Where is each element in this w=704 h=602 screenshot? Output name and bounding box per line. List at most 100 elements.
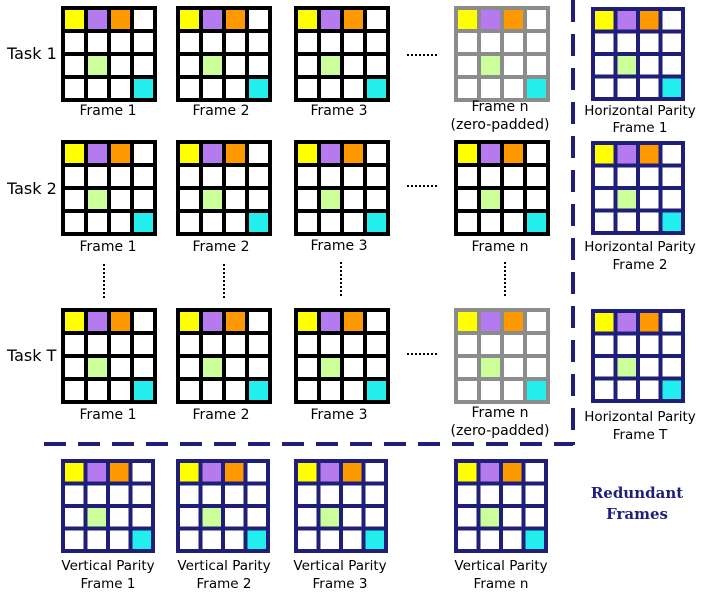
row3-frame4-grid-cell-purple <box>479 310 502 333</box>
row1-hparity-grid-cell-cyan <box>660 76 683 99</box>
vparity-1-grid-cell-green <box>85 506 108 529</box>
row3-frame3-grid-cell-cyan <box>365 379 388 402</box>
vparity-4-grid-border <box>454 459 548 553</box>
vparity-2-frame: Frame 2 <box>196 576 252 592</box>
row1-hparity-grid-cell-purple <box>615 9 638 32</box>
row1-frame3-grid-cell-cyan <box>365 77 388 100</box>
row3-frame4-grid-cell-cyan <box>525 379 548 402</box>
vparity-1-grid-cell-purple <box>85 461 108 484</box>
row2-hparity-grid-cell-yellow <box>593 143 616 166</box>
row2-frame3-label: Frame 3 <box>310 238 368 254</box>
row1-frame4-grid-cell-orange <box>502 8 525 31</box>
rowt-frame2-label: Frame 2 <box>192 407 250 423</box>
row2-frame2-grid-cell-yellow <box>178 142 201 165</box>
row3-frame2-grid-cell-purple <box>201 310 224 333</box>
task-t-label: Task T <box>7 346 57 365</box>
row3-frame3-grid-cell-green <box>319 356 342 379</box>
row2-frame1-label: Frame 1 <box>79 239 137 255</box>
vparity-2-grid-cell-purple <box>200 461 223 484</box>
rowt-framen-label: Frame n <box>471 405 529 421</box>
row3-hparity-grid-cell-green <box>615 356 638 379</box>
rowt-hparity-frame: Frame T <box>612 427 668 443</box>
vparity-1-grid-cell-yellow <box>63 461 86 484</box>
row2-frame1-grid-border <box>61 140 157 236</box>
row1-zero-padded-note: (zero-padded) <box>450 117 550 133</box>
row3-hparity-grid-cell-purple <box>615 311 638 334</box>
redundant-line-2: Frames <box>606 505 668 523</box>
row1-hparity-grid-cell-yellow <box>593 9 616 32</box>
rowt-zero-padded-note: (zero-padded) <box>450 423 550 439</box>
row1-frame1-grid-cell-green <box>86 54 109 77</box>
row2-hparity-frame: Frame 2 <box>612 257 668 273</box>
rowt-frame1-label: Frame 1 <box>79 407 137 423</box>
row1-frame2-grid-cell-green <box>201 54 224 77</box>
vparity-4-grid-cell-orange <box>501 461 524 484</box>
row2-frame1-grid-cell-orange <box>109 142 132 165</box>
row3-frame2-grid-cell-orange <box>224 310 247 333</box>
row1-frame3-label: Frame 3 <box>310 103 368 119</box>
row2-frame4-grid-cell-orange <box>502 142 525 165</box>
row1-frame2-grid-cell-cyan <box>247 77 270 100</box>
task-2-label: Task 2 <box>7 179 57 198</box>
row2-frame1-grid-cell-yellow <box>63 142 86 165</box>
row2-frame3-grid-cell-cyan <box>365 211 388 234</box>
row1-frame2-label: Frame 2 <box>192 103 250 119</box>
row2-hparity-grid-border <box>591 141 685 235</box>
vparity-3-grid-cell-purple <box>318 461 341 484</box>
row1-frame1-grid-cell-purple <box>86 8 109 31</box>
row1-frame1-grid-cell-orange <box>109 8 132 31</box>
vparity-2-grid-cell-yellow <box>178 461 201 484</box>
row2-frame2-grid-cell-orange <box>224 142 247 165</box>
row1-frame2-grid-cell-purple <box>201 8 224 31</box>
row1-frame4-grid-cell-cyan <box>525 77 548 100</box>
vparity-3-grid-cell-orange <box>341 461 364 484</box>
rowt-frame3-label: Frame 3 <box>310 407 368 423</box>
row2-frame2-grid-border <box>176 140 272 236</box>
task-1-label: Task 1 <box>7 44 57 63</box>
row1-frame4-grid-border <box>454 6 550 102</box>
vparity-2-grid-cell-cyan <box>245 528 268 551</box>
row3-frame2-grid-cell-yellow <box>178 310 201 333</box>
row1-frame1-label: Frame 1 <box>79 103 137 119</box>
vparity-4-grid-cell-cyan <box>523 528 546 551</box>
row2-frame3-grid-border <box>294 140 390 236</box>
row1-hparity-grid-cell-orange <box>638 9 661 32</box>
row2-frame2-grid-cell-purple <box>201 142 224 165</box>
vparity-4-grid-cell-yellow <box>456 461 479 484</box>
vparity-3-frame: Frame 3 <box>312 576 368 592</box>
row3-frame4-grid-cell-orange <box>502 310 525 333</box>
row2-frame4-grid-cell-purple <box>479 142 502 165</box>
vparity-3-grid-border <box>294 459 388 553</box>
row3-frame1-grid-cell-yellow <box>63 310 86 333</box>
vparity-4-grid-cell-purple <box>478 461 501 484</box>
row1-frame3-grid-cell-orange <box>342 8 365 31</box>
vparity-4-grid-cell-green <box>478 506 501 529</box>
row1-frame4-grid-cell-green <box>479 54 502 77</box>
row2-hparity-grid-cell-green <box>615 188 638 211</box>
row1-hparity-frame: Frame 1 <box>612 120 668 136</box>
row3-frame4-grid-cell-yellow <box>456 310 479 333</box>
row1-frame3-grid-cell-purple <box>319 8 342 31</box>
row3-frame3-grid-cell-purple <box>319 310 342 333</box>
row3-frame1-grid-border <box>61 308 157 404</box>
row1-frame1-grid-cell-cyan <box>132 77 155 100</box>
row3-hparity-grid-cell-yellow <box>593 311 616 334</box>
vparity-1-frame: Frame 1 <box>80 576 136 592</box>
row1-frame3-grid-cell-yellow <box>296 8 319 31</box>
redundant-line-1: Redundant <box>590 484 684 502</box>
row1-framen-label: Frame n <box>471 99 529 115</box>
row2-frame3-grid-cell-purple <box>319 142 342 165</box>
row2-frame2-label: Frame 2 <box>192 239 250 255</box>
row2-framen-label: Frame n <box>471 239 529 255</box>
row2-frame3-grid-cell-green <box>319 188 342 211</box>
row2-frame2-grid-cell-cyan <box>247 211 270 234</box>
row3-frame3-grid-cell-orange <box>342 310 365 333</box>
row2-hparity-grid-cell-purple <box>615 143 638 166</box>
row1-frame4-grid-cell-yellow <box>456 8 479 31</box>
vparity-2-grid-cell-orange <box>223 461 246 484</box>
row1-frame1-grid-border <box>61 6 157 102</box>
row3-frame2-grid-cell-green <box>201 356 224 379</box>
row2-frame4-grid-cell-cyan <box>525 211 548 234</box>
row2-frame1-grid-cell-cyan <box>132 211 155 234</box>
